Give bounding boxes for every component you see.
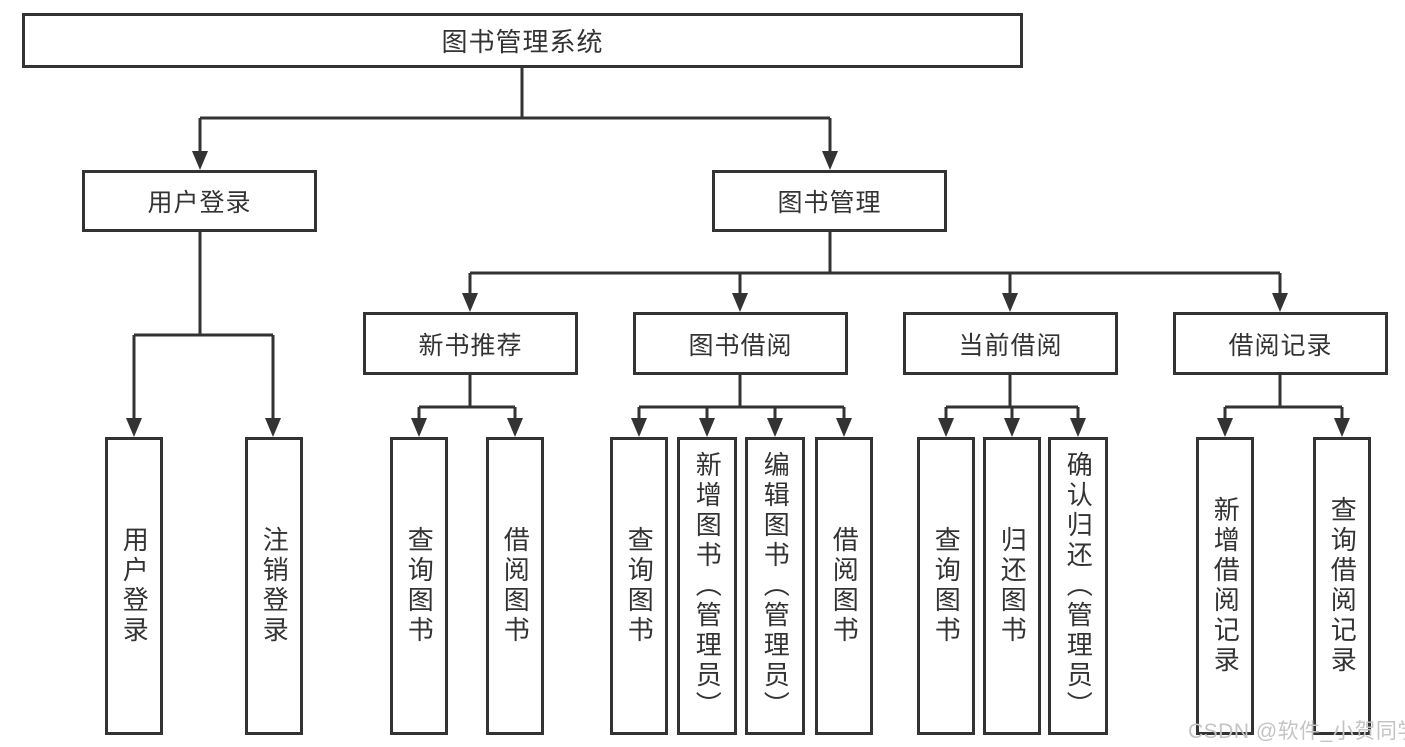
leaf-edit-book-admin: 编辑图书（管理员） [745,437,805,735]
connector-root-to-level1 [192,68,838,170]
leaf-label: 借阅图书 [829,526,860,646]
leaf-query-book-recommend: 查询图书 [390,437,448,735]
leaf-borrow-book: 借阅图书 [815,437,873,735]
node-root-label: 图书管理系统 [441,27,604,57]
connector-user-login-children [126,232,281,437]
node-user-login-group: 用户登录 [82,170,317,232]
leaf-query-borrow-record: 查询借阅记录 [1313,437,1371,735]
leaf-label: 新增借阅记录 [1210,496,1241,676]
leaf-label: 注销登录 [259,526,290,646]
leaf-label: 借阅图书 [500,526,531,646]
leaf-query-book-borrow: 查询图书 [610,437,668,735]
leaf-user-login: 用户登录 [105,437,163,735]
leaf-add-borrow-record: 新增借阅记录 [1196,437,1254,735]
connector-book-mgmt-to-level2 [462,232,1288,312]
leaf-label: 查询图书 [931,526,962,646]
connector-current-borrow-children [938,375,1086,437]
leaf-label: 用户登录 [119,526,150,646]
node-label: 借阅记录 [1228,331,1333,360]
connector-new-book-children [411,375,523,437]
csdn-watermark: CSDN @软件_小贺同学 [1188,720,1405,743]
connector-book-borrow-children [631,375,852,437]
connector-borrow-record-children [1217,375,1350,437]
node-label: 用户登录 [147,189,252,217]
leaf-label: 查询借阅记录 [1327,496,1358,676]
node-borrow-record: 借阅记录 [1173,312,1388,375]
node-book-management-group: 图书管理 [712,170,947,232]
node-current-borrow: 当前借阅 [903,312,1118,375]
node-label: 当前借阅 [958,331,1063,360]
node-label: 新书推荐 [418,331,523,360]
leaf-logout: 注销登录 [245,437,303,735]
node-label: 图书借阅 [688,331,793,360]
leaf-label: 确认归还（管理员） [1063,451,1094,721]
leaf-return-book: 归还图书 [983,437,1041,735]
leaf-label: 查询图书 [624,526,655,646]
node-root-library-system: 图书管理系统 [22,13,1023,68]
node-label: 图书管理 [777,189,882,217]
node-book-borrow: 图书借阅 [633,312,848,375]
node-new-book-recommend: 新书推荐 [363,312,578,375]
leaf-add-book-admin: 新增图书（管理员） [677,437,737,735]
leaf-label: 编辑图书（管理员） [760,451,791,721]
leaf-query-book-current: 查询图书 [917,437,975,735]
leaf-confirm-return-admin: 确认归还（管理员） [1048,437,1108,735]
leaf-label: 查询图书 [404,526,435,646]
leaf-label: 归还图书 [997,526,1028,646]
leaf-borrow-book-recommend: 借阅图书 [486,437,544,735]
leaf-label: 新增图书（管理员） [692,451,723,721]
